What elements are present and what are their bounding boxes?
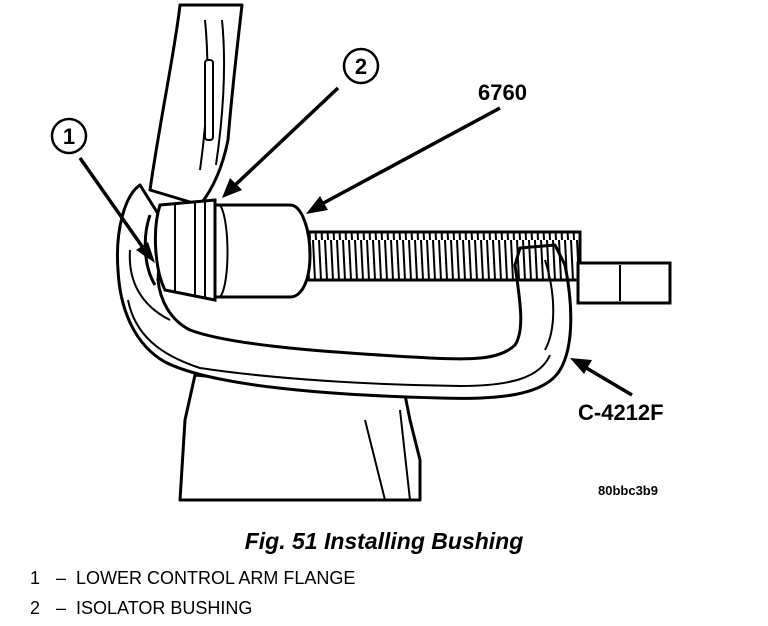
image-id: 80bbc3b9 — [598, 483, 658, 498]
legend-item-separator: – — [55, 598, 66, 618]
legend-item-text: ISOLATOR BUSHING — [76, 598, 253, 618]
label-c4212f: C-4212F — [578, 400, 664, 425]
label-c4212f-group: C-4212F — [570, 358, 664, 425]
callout-1: 1 — [50, 117, 155, 263]
receiver-cup — [213, 203, 312, 299]
legend-item-text: LOWER CONTROL ARM FLANGE — [76, 568, 356, 588]
control-arm — [148, 3, 244, 207]
legend-item: 2–ISOLATOR BUSHING — [30, 596, 355, 626]
caption-text: Fig. 51 Installing Bushing — [244, 528, 524, 554]
bushing-installation-diagram: 1 2 6760 C-4212F 80bbc3b9 — [50, 3, 672, 502]
legend-item-number: 2 — [30, 598, 41, 618]
legend: 1–LOWER CONTROL ARM FLANGE 2–ISOLATOR BU… — [30, 566, 355, 626]
label-6760-group: 6760 — [306, 80, 527, 214]
figure-caption: Fig. 51 Installing Bushing — [0, 528, 768, 555]
callout-2-number: 2 — [355, 54, 367, 79]
legend-item: 1–LOWER CONTROL ARM FLANGE — [30, 566, 355, 596]
callout-2: 2 — [222, 47, 380, 198]
forcing-screw — [288, 230, 672, 305]
legend-item-number: 1 — [30, 568, 41, 588]
label-6760: 6760 — [478, 80, 527, 105]
legend-item-separator: – — [55, 568, 66, 588]
c-frame-tool — [115, 183, 573, 400]
callout-1-number: 1 — [63, 124, 75, 149]
